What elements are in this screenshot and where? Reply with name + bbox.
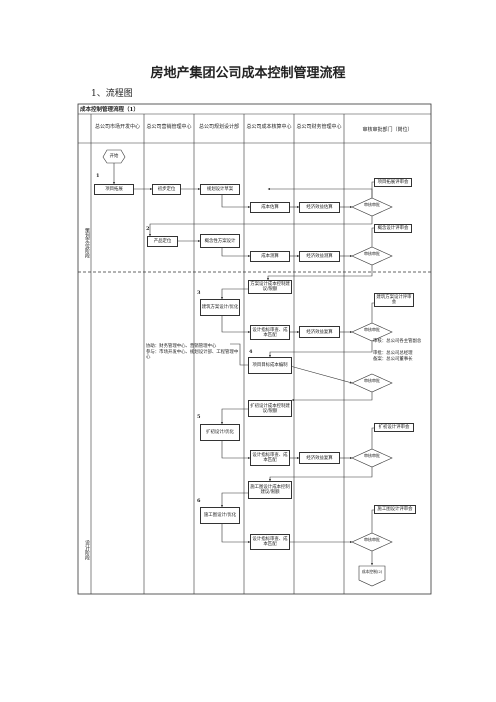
target-cost-box: 项目目标成本编制 xyxy=(248,357,292,374)
participate-note: 参与：市场开发中心、规划设计部、工程管理中心 xyxy=(146,350,239,361)
column-header-market: 总公司市场开发中心 xyxy=(94,124,140,130)
scheme-design-box: 建筑方案设计/优化 xyxy=(200,299,240,316)
step-number-5: 5 xyxy=(197,414,201,420)
review-diamond-4: 审核审批 xyxy=(364,378,380,383)
product-positioning-box: 产品定位 xyxy=(147,236,178,247)
concept-design-box: 概念性方案设计 xyxy=(200,234,240,248)
step-number-6: 6 xyxy=(197,498,201,504)
column-header-cost: 总公司成本核算中心 xyxy=(246,124,292,130)
page-title: 房地产集团公司成本控制管理流程 xyxy=(150,66,346,81)
section-heading: 1、流程图 xyxy=(91,89,133,99)
design-index-review-box-2: 设计指标审查、成本匹配 xyxy=(250,450,290,466)
design-index-review-box: 设计指标审查、成本匹配 xyxy=(250,325,290,340)
step-number-3: 3 xyxy=(197,290,201,296)
cost-estimate-box: 成本估算 xyxy=(250,202,290,213)
review-diamond-2: 审核审批 xyxy=(364,251,380,256)
approver-prelim-review: 扩初设计评审会 xyxy=(374,423,414,432)
economic-calc-box: 经济效益测算 xyxy=(299,251,340,262)
column-header-planning: 总公司规划设计部 xyxy=(198,124,239,130)
initial-positioning-box: 初步定位 xyxy=(152,184,181,195)
construction-cost-advice-box: 施工图设计成本控制建议/限额 xyxy=(248,481,292,499)
column-header-finance: 总公司财务管理中心 xyxy=(296,124,342,130)
review-diamond-5: 审核审批 xyxy=(364,453,380,458)
phase-design: 设计阶段 xyxy=(84,540,90,560)
cost-calc-box: 成本测算 xyxy=(250,251,290,262)
project-expansion-box: 项目拓展 xyxy=(94,184,134,195)
approver-construction-review: 施工图设计评审会 xyxy=(374,505,416,514)
start-node: 开始 xyxy=(109,154,119,159)
scheme-cost-advice-box: 方案设计成本控制建议/限额 xyxy=(248,280,292,294)
approver-gm-note: 审批：总公司总经理 xyxy=(373,351,413,356)
end-node: 成本控制(2) xyxy=(361,569,383,574)
step-number-1: 1 xyxy=(96,173,100,179)
review-diamond-6: 审核审批 xyxy=(364,537,380,542)
economic-recalc-box-2: 经济效益复算 xyxy=(299,452,340,464)
column-header-approval: 审核审批部门（岗位） xyxy=(362,127,413,133)
approver-project-review: 项目拓展评审会 xyxy=(374,178,412,187)
step-number-4: 4 xyxy=(249,349,253,355)
approver-vp-note: 审核：总公司各主管副总 xyxy=(373,339,422,344)
economic-recalc-box: 经济效益复算 xyxy=(299,326,340,338)
phase-positioning: 策划定位阶段 xyxy=(84,228,90,258)
prelim-design-box: 扩初设计/优化 xyxy=(200,424,240,441)
plan-design-draft-box: 规划设计草案 xyxy=(200,184,240,195)
review-diamond-3: 审核审批 xyxy=(364,327,380,332)
column-header-sales: 总公司营销管理中心 xyxy=(146,124,192,130)
assist-note: 协助：财务管理中心、营销管理中心 xyxy=(146,344,217,349)
step-number-2: 2 xyxy=(146,226,150,232)
table-title: 成本控制管理流程（1） xyxy=(80,107,139,113)
approver-chairman-note: 备案：总公司董事长 xyxy=(373,357,413,362)
approver-concept-review: 概念设计评审会 xyxy=(374,224,412,233)
prelim-cost-advice-box: 扩初设计成本控制建议/限额 xyxy=(248,400,292,417)
design-index-review-box-3: 设计指标审查、成本匹配 xyxy=(250,534,290,550)
construction-design-box: 施工图设计/优化 xyxy=(200,507,240,524)
review-diamond-1: 审核审批 xyxy=(364,202,380,207)
approver-scheme-review: 建筑方案设计评审会 xyxy=(374,293,414,307)
economic-estimate-box: 经济效益估算 xyxy=(299,202,340,213)
